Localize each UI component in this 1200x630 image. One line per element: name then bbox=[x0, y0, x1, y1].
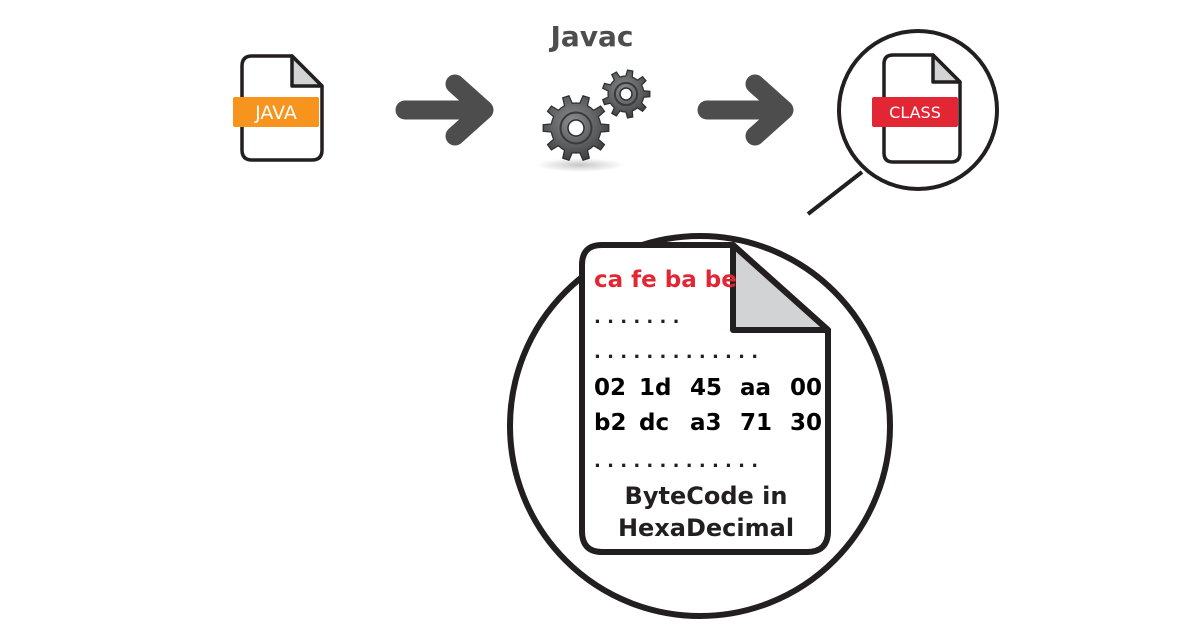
hex-cell: aa bbox=[740, 375, 771, 401]
caption-line-1: ByteCode in bbox=[625, 482, 788, 510]
gears-icon bbox=[536, 69, 651, 172]
hex-cell: 00 bbox=[790, 375, 822, 401]
hex-cell: 30 bbox=[790, 410, 822, 436]
java-label-bg bbox=[233, 97, 319, 127]
bytecode-document: ca fe ba be . . . . . . . . . . . . . . … bbox=[579, 242, 831, 555]
hex-cell: 71 bbox=[740, 410, 772, 436]
java-label: JAVA bbox=[254, 102, 297, 124]
java-file-icon: JAVA bbox=[233, 54, 324, 162]
hex-cell: 1d bbox=[639, 375, 671, 401]
hex-cell: 02 bbox=[594, 375, 626, 401]
arrow-right-icon bbox=[697, 74, 794, 146]
gear-hole bbox=[567, 119, 585, 137]
dots-row-2: . . . . . . . . . . . . . bbox=[594, 342, 758, 363]
gear-large-icon bbox=[542, 95, 610, 161]
hex-row-2: b2 dc a3 71 30 bbox=[594, 410, 822, 436]
zoom-connector bbox=[806, 170, 864, 216]
hex-cell: 45 bbox=[690, 375, 722, 401]
class-file-icon: CLASS bbox=[872, 53, 962, 164]
dots-row-1: . . . . . . . bbox=[594, 307, 679, 328]
bytecode-magnifier: ca fe ba be . . . . . . . . . . . . . . … bbox=[507, 233, 893, 619]
class-label: CLASS bbox=[889, 103, 941, 122]
arrow-right-icon bbox=[395, 74, 494, 146]
hex-cell: b2 bbox=[594, 410, 626, 436]
hex-cell: dc bbox=[639, 410, 669, 436]
class-label-bg bbox=[872, 97, 958, 127]
hex-cell: a3 bbox=[690, 410, 722, 436]
dots-row-3: . . . . . . . . . . . . . bbox=[594, 451, 758, 472]
magic-number: ca fe ba be bbox=[594, 267, 737, 293]
class-file-magnifier: CLASS bbox=[837, 29, 999, 191]
gear-ring bbox=[559, 111, 593, 145]
gear-ring bbox=[613, 81, 639, 107]
javac-title: Javac bbox=[548, 20, 633, 53]
gear-hole bbox=[619, 87, 633, 101]
gear-small-icon bbox=[601, 69, 651, 119]
hex-row-1: 02 1d 45 aa 00 bbox=[594, 375, 822, 401]
caption-line-2: HexaDecimal bbox=[618, 514, 794, 542]
